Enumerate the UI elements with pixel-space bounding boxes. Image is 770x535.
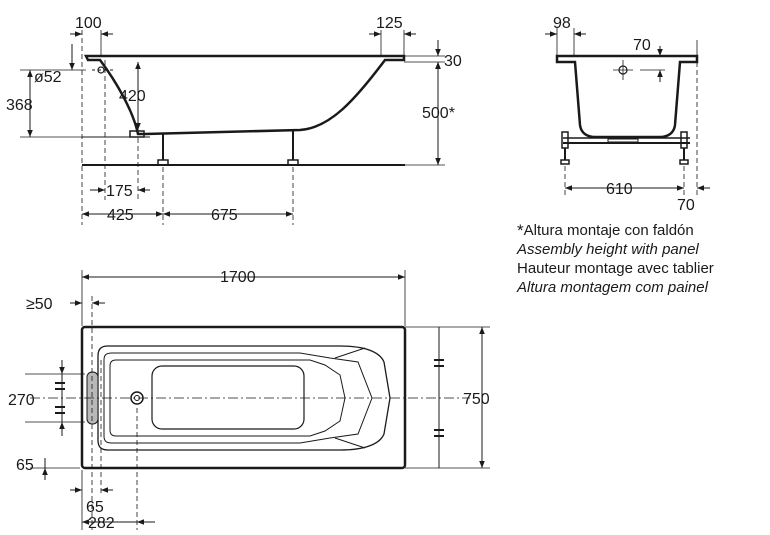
dim-diameter-52: ø52	[34, 69, 62, 86]
dim-65-left: 65	[16, 457, 34, 474]
note-line-en: Assembly height with panel	[517, 241, 699, 258]
note-line-es: *Altura montaje con faldón	[517, 221, 714, 240]
note-text-es: Altura montaje con faldón	[523, 222, 694, 239]
tub-side-profile	[83, 54, 406, 136]
dim-270: 270	[8, 392, 35, 409]
side-view-labels: 100 125 30 ø52 420 368 500* 175 425 675	[6, 15, 462, 224]
assembly-height-note: *Altura montaje con faldón Assembly heig…	[517, 221, 714, 297]
dim-70-top: 70	[633, 37, 651, 54]
dim-98: 98	[553, 15, 571, 32]
dim-min-50: ≥50	[26, 296, 53, 313]
tub-basin	[97, 345, 391, 451]
dim-368: 368	[6, 97, 33, 114]
dim-750: 750	[463, 391, 490, 408]
tub-outer-rim	[80, 325, 407, 470]
dim-610: 610	[606, 181, 633, 198]
end-view-labels: 98 70 610 70	[553, 15, 695, 214]
dim-420: 420	[119, 88, 146, 105]
dim-70-bottom: 70	[677, 197, 695, 214]
note-asterisk: *	[517, 221, 524, 240]
end-view	[545, 28, 710, 195]
plan-view-labels: 1700 ≥50 270 750 65 65 282	[8, 269, 490, 532]
side-view	[20, 30, 445, 225]
dim-675: 675	[211, 207, 238, 224]
note-line-fr: Hauteur montage avec tablier	[517, 260, 714, 277]
dim-175: 175	[106, 183, 133, 200]
dim-1700: 1700	[220, 269, 256, 286]
dim-282: 282	[88, 515, 115, 532]
dim-125: 125	[376, 15, 403, 32]
dim-100: 100	[75, 15, 102, 32]
dim-30: 30	[444, 53, 462, 70]
dim-65-bottom: 65	[86, 499, 104, 516]
note-line-pt: Altura montagem com painel	[517, 279, 708, 296]
plan-view	[25, 270, 490, 530]
dim-425: 425	[107, 207, 134, 224]
dim-500: 500*	[422, 105, 455, 122]
